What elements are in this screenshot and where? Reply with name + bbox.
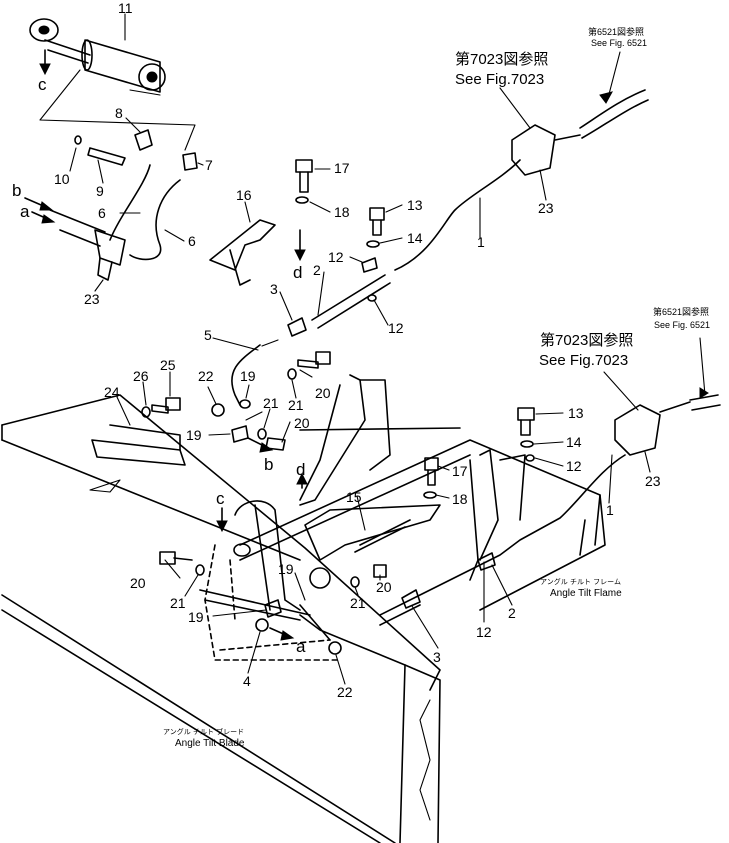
direction-arrows (24, 49, 709, 641)
part-25: 25 (160, 357, 176, 373)
part-12-bottom: 12 (476, 624, 492, 640)
part-2-top: 2 (313, 262, 321, 278)
connector-c-middle: c (216, 489, 225, 508)
ref-fig6521-jp-bottom: 第6521図参照 (653, 306, 709, 317)
part-1-bottom: 1 (606, 502, 614, 518)
connector-a-bottom: a (296, 637, 306, 656)
part-12-right: 12 (566, 458, 582, 474)
part-19-bottom-right: 19 (278, 561, 294, 577)
part-22-top: 22 (198, 368, 214, 384)
ref-fig6521-en-top: See Fig. 6521 (591, 38, 647, 48)
part-26: 26 (133, 368, 149, 384)
part-6-upper: 6 (98, 205, 106, 221)
caption-blade-jp: アングル チルト ブレード (163, 727, 244, 736)
ref-fig7023-jp-top: 第7023図参照 (455, 50, 548, 68)
part-11: 11 (118, 0, 133, 16)
part-9: 9 (96, 183, 104, 199)
connector-d-top: d (293, 263, 302, 282)
ref-fig7023-en-top: See Fig.7023 (455, 71, 544, 88)
ref-fig7023-jp-bottom: 第7023図参照 (540, 331, 633, 349)
angle-tilt-frame (219, 374, 606, 666)
part-3-bottom: 3 (433, 649, 441, 665)
part-21-middle: 21 (263, 395, 279, 411)
part-1-top: 1 (477, 234, 485, 250)
part-number-labels: 11 8 7 10 9 6 6 23 16 17 18 13 14 12 2 1… (54, 0, 661, 700)
part-17-top: 17 (334, 160, 350, 176)
part-10: 10 (54, 171, 70, 187)
part-21-bottom-left: 21 (170, 595, 186, 611)
caption-frame-en: Angle Tilt Flame (550, 588, 622, 599)
caption-frame-jp: アングル チルト フレーム (540, 577, 621, 586)
connector-b-middle: b (264, 455, 273, 474)
ref-fig7023-en-bottom: See Fig.7023 (539, 352, 628, 369)
part-13-top: 13 (407, 197, 423, 213)
connector-c-top: c (38, 75, 47, 94)
part-13-bottom: 13 (568, 405, 584, 421)
part-3-top: 3 (270, 281, 278, 297)
part-7: 7 (205, 157, 213, 173)
part-21-bottom-right: 21 (350, 595, 366, 611)
angle-tilt-blade (1, 394, 441, 843)
part-18-top: 18 (334, 204, 350, 220)
ref-fig6521-jp-top: 第6521図参照 (588, 26, 644, 37)
hardware-parts (74, 129, 535, 655)
part-20-bottom-right: 20 (376, 579, 392, 595)
tilt-cylinder (29, 18, 166, 96)
connector-d-middle: d (296, 460, 305, 479)
part-20-middle: 20 (294, 415, 310, 431)
part-6-lower: 6 (188, 233, 196, 249)
part-19-middle: 19 (186, 427, 202, 443)
part-23-bottom: 23 (645, 473, 661, 489)
caption-blade-en: Angle Tilt Blade (175, 738, 245, 749)
part-14-top: 14 (407, 230, 423, 246)
part-8: 8 (115, 105, 123, 121)
part-24: 24 (104, 384, 120, 400)
part-23-left: 23 (84, 291, 100, 307)
part-4: 4 (243, 673, 251, 689)
part-12-upper-right: 12 (388, 320, 404, 336)
part-14-bottom: 14 (566, 434, 582, 450)
part-17-bottom: 17 (452, 463, 468, 479)
hose-lines (39, 69, 721, 641)
part-18-bottom: 18 (452, 491, 468, 507)
connector-a-left: a (20, 202, 30, 221)
part-15: 15 (346, 489, 362, 505)
leader-lines (69, 13, 706, 685)
part-12-upper-left: 12 (328, 249, 344, 265)
part-19-top: 19 (240, 368, 256, 384)
part-22-bottom: 22 (337, 684, 353, 700)
part-20-bottom-left: 20 (130, 575, 146, 591)
part-16: 16 (236, 187, 252, 203)
connector-b-left: b (12, 181, 21, 200)
part-23-top: 23 (538, 200, 554, 216)
part-2-bottom: 2 (508, 605, 516, 621)
part-20-top-right: 20 (315, 385, 331, 401)
part-21-top: 21 (288, 397, 304, 413)
part-5: 5 (204, 327, 212, 343)
ref-fig6521-en-bottom: See Fig. 6521 (654, 320, 710, 330)
part-19-bottom-left: 19 (188, 609, 204, 625)
